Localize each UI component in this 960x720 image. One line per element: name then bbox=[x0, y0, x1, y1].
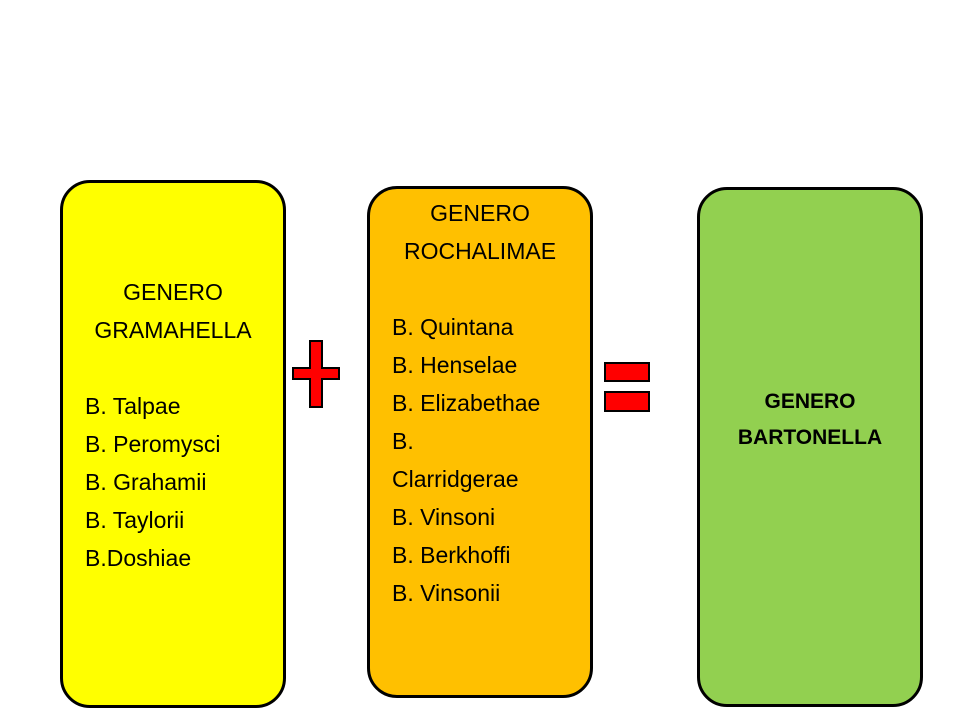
genus-title-rochalimae-line2: ROCHALIMAE bbox=[403, 238, 557, 264]
genus-title-bartonella-line2: BARTONELLA bbox=[737, 426, 883, 449]
genus-box-gramahella: GENERO GRAMAHELLA B. Talpae B. Peromysci… bbox=[60, 180, 286, 708]
species-item: B. Vinsoni bbox=[392, 504, 496, 530]
species-item: B. Talpae bbox=[85, 393, 181, 419]
species-item: B. Elizabethae bbox=[392, 390, 541, 416]
species-item: B.Doshiae bbox=[85, 545, 192, 571]
genus-title-bartonella-line1: GENERO bbox=[764, 390, 856, 413]
genus-title-gramahella-line1: GENERO bbox=[123, 279, 223, 305]
species-item: B. Grahamii bbox=[85, 469, 207, 495]
plus-icon bbox=[292, 340, 340, 408]
species-item: B. Taylorii bbox=[85, 507, 185, 533]
species-item: B. Berkhoffi bbox=[392, 542, 511, 568]
genus-box-rochalimae: GENERO ROCHALIMAE B. Quintana B. Hensela… bbox=[367, 186, 593, 698]
species-item: B. Henselae bbox=[392, 352, 518, 378]
genus-title-rochalimae-line1: GENERO bbox=[430, 200, 530, 226]
species-item: B. Vinsonii bbox=[392, 580, 501, 606]
genus-title-bartonella: GENERO BARTONELLA bbox=[700, 384, 920, 456]
genus-box-bartonella: GENERO BARTONELLA bbox=[697, 187, 923, 707]
species-item: B. Peromysci bbox=[85, 431, 221, 457]
equals-icon bbox=[604, 362, 650, 412]
species-item: B. Quintana bbox=[392, 314, 514, 340]
genus-title-gramahella-line2: GRAMAHELLA bbox=[94, 317, 252, 343]
species-item: B. Clarridgerae bbox=[392, 428, 519, 492]
genus-box-rochalimae-content: GENERO ROCHALIMAE B. Quintana B. Hensela… bbox=[392, 194, 584, 612]
genus-box-gramahella-content: GENERO GRAMAHELLA B. Talpae B. Peromysci… bbox=[85, 273, 277, 577]
